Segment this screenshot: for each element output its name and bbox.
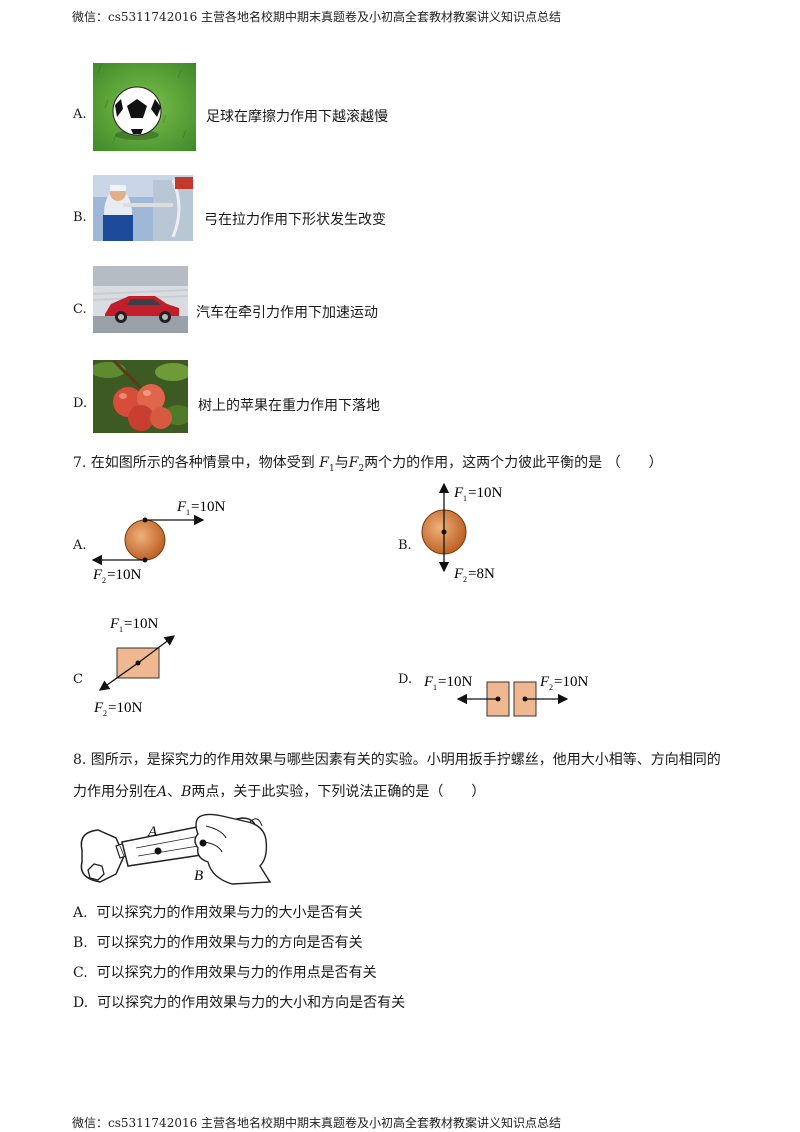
- q7a-f1-value: =10N: [191, 499, 225, 515]
- q8-option-c-letter: C.: [73, 965, 88, 981]
- q8-option-d[interactable]: D. 可以探究力的作用效果与力的大小和方向是否有关: [73, 996, 405, 1010]
- q8-stem-line2: 力作用分别在A、B两点，关于此实验，下列说法正确的是（ ）: [73, 785, 485, 799]
- q7a-f1-label: F: [176, 499, 187, 515]
- q7c-f1-value: =10N: [124, 616, 158, 632]
- q7a-f2-value: =10N: [107, 567, 141, 583]
- q7c-f1-label: F: [109, 616, 120, 632]
- q8-stem-line1: 8. 图所示，是探究力的作用效果与哪些因素有关的实验。小明用扳手拧螺丝，他用大小…: [73, 752, 721, 768]
- q6-option-c-letter[interactable]: C.: [73, 302, 87, 317]
- q7-stem-prefix: 7. 在如图所示的各种情景中，物体受到: [73, 455, 315, 471]
- q8-option-a-text: 可以探究力的作用效果与力的大小是否有关: [96, 905, 363, 921]
- q7d-f1-value: =10N: [438, 674, 472, 690]
- q8-option-c[interactable]: C. 可以探究力的作用效果与力的作用点是否有关: [73, 966, 377, 980]
- q7-option-b-letter[interactable]: B.: [398, 538, 412, 553]
- q7b-f2-value: =8N: [468, 566, 495, 582]
- q6-option-b-letter[interactable]: B.: [73, 210, 87, 225]
- soccer-ball-image: [93, 63, 196, 151]
- q7c-f2-arrow: [98, 662, 139, 691]
- q7c-f2-label: F: [93, 700, 104, 716]
- q7-option-c-letter[interactable]: C: [73, 672, 83, 687]
- q7-f1-sub: 1: [328, 463, 335, 474]
- q8-option-b[interactable]: B. 可以探究力的作用效果与力的方向是否有关: [73, 936, 363, 950]
- q7-option-c-diagram: F 1 =10N F 2 =10N: [93, 616, 176, 718]
- wrench-point-a: [154, 847, 162, 855]
- q7d-f2-sub: 2: [549, 683, 553, 692]
- page-header: 微信：cs5311742016 主营各地名校期中期末真题卷及小初高全套教材教案讲…: [72, 10, 562, 24]
- q6-option-a-text: 足球在摩擦力作用下越滚越慢: [206, 109, 388, 125]
- wrench-point-b: [199, 839, 207, 847]
- q7a-f2-sub: 2: [102, 576, 106, 585]
- wrench-label-b: B: [194, 868, 203, 884]
- q8-option-b-letter: B.: [73, 935, 88, 951]
- q8-point-a: A: [157, 784, 168, 800]
- q7-option-d-diagram: F 1 =10N F 2 =10N: [423, 674, 588, 717]
- q7-option-a-letter[interactable]: A.: [73, 538, 87, 553]
- q6-option-d-text: 树上的苹果在重力作用下落地: [198, 398, 380, 414]
- q8-stem-line2-b: 两点，关于此实验，下列说法正确的是（ ）: [191, 784, 486, 800]
- q8-option-a[interactable]: A. 可以探究力的作用效果与力的大小是否有关: [73, 906, 362, 920]
- q7c-f1-sub: 1: [119, 625, 123, 634]
- q7-conj: 与: [334, 455, 349, 471]
- q7d-f1-label: F: [423, 674, 434, 690]
- q8-option-b-text: 可以探究力的作用效果与力的方向是否有关: [96, 935, 363, 951]
- q8-stem-line2-a: 力作用分别在: [73, 784, 157, 800]
- wrench-figure: A B: [80, 813, 272, 885]
- q7a-f1-sub: 1: [186, 508, 190, 517]
- q7-option-d-letter[interactable]: D.: [398, 672, 413, 687]
- q8-sep: 、: [167, 784, 182, 800]
- q7c-f2-value: =10N: [108, 700, 142, 716]
- q8-point-b: B: [181, 784, 192, 800]
- q7c-f2-sub: 2: [103, 709, 107, 718]
- q7d-f1-sub: 1: [433, 683, 437, 692]
- q6-option-c-text: 汽车在牵引力作用下加速运动: [196, 305, 378, 321]
- q7b-f2-label: F: [453, 566, 464, 582]
- q7-stem: 7. 在如图所示的各种情景中，物体受到 F1与F2两个力的作用，这两个力彼此平衡…: [73, 456, 663, 476]
- q7a-ball: [124, 519, 166, 561]
- q7-f2: F: [348, 455, 359, 471]
- q7d-f2-value: =10N: [554, 674, 588, 690]
- q7d-f2-label: F: [539, 674, 550, 690]
- q7-f2-sub: 2: [358, 463, 365, 474]
- q7b-f2-sub: 2: [463, 575, 467, 584]
- apples-image: [93, 360, 188, 433]
- q8-option-c-text: 可以探究力的作用效果与力的作用点是否有关: [96, 965, 377, 981]
- q7-stem-suffix: 两个力的作用，这两个力彼此平衡的是 （ ）: [364, 455, 663, 471]
- q8-option-d-text: 可以探究力的作用效果与力的大小和方向是否有关: [97, 995, 406, 1011]
- q8-option-a-letter: A.: [73, 905, 88, 921]
- page-footer: 微信：cs5311742016 主营各地名校期中期末真题卷及小初高全套教材教案讲…: [72, 1116, 562, 1130]
- q7-option-b-diagram: F 1 =10N F 2 =8N: [421, 482, 502, 584]
- q8-option-d-letter: D.: [73, 995, 89, 1011]
- q7b-f1-sub: 1: [463, 494, 467, 503]
- q7-option-a-diagram: F 1 =10N F 2 =10N: [91, 499, 225, 585]
- q6-option-b-text: 弓在拉力作用下形状发生改变: [204, 212, 386, 228]
- red-car-image: [93, 266, 188, 333]
- q7b-f1-value: =10N: [468, 485, 502, 501]
- q7-f1: F: [319, 455, 329, 471]
- q7a-f2-label: F: [92, 567, 103, 583]
- q7c-f1-arrow: [137, 635, 176, 664]
- q6-option-a-letter[interactable]: A.: [73, 107, 87, 122]
- wrench-label-a: A: [147, 824, 158, 840]
- archer-image: [93, 175, 193, 241]
- q7b-f1-label: F: [453, 485, 464, 501]
- q6-option-d-letter[interactable]: D.: [73, 396, 88, 411]
